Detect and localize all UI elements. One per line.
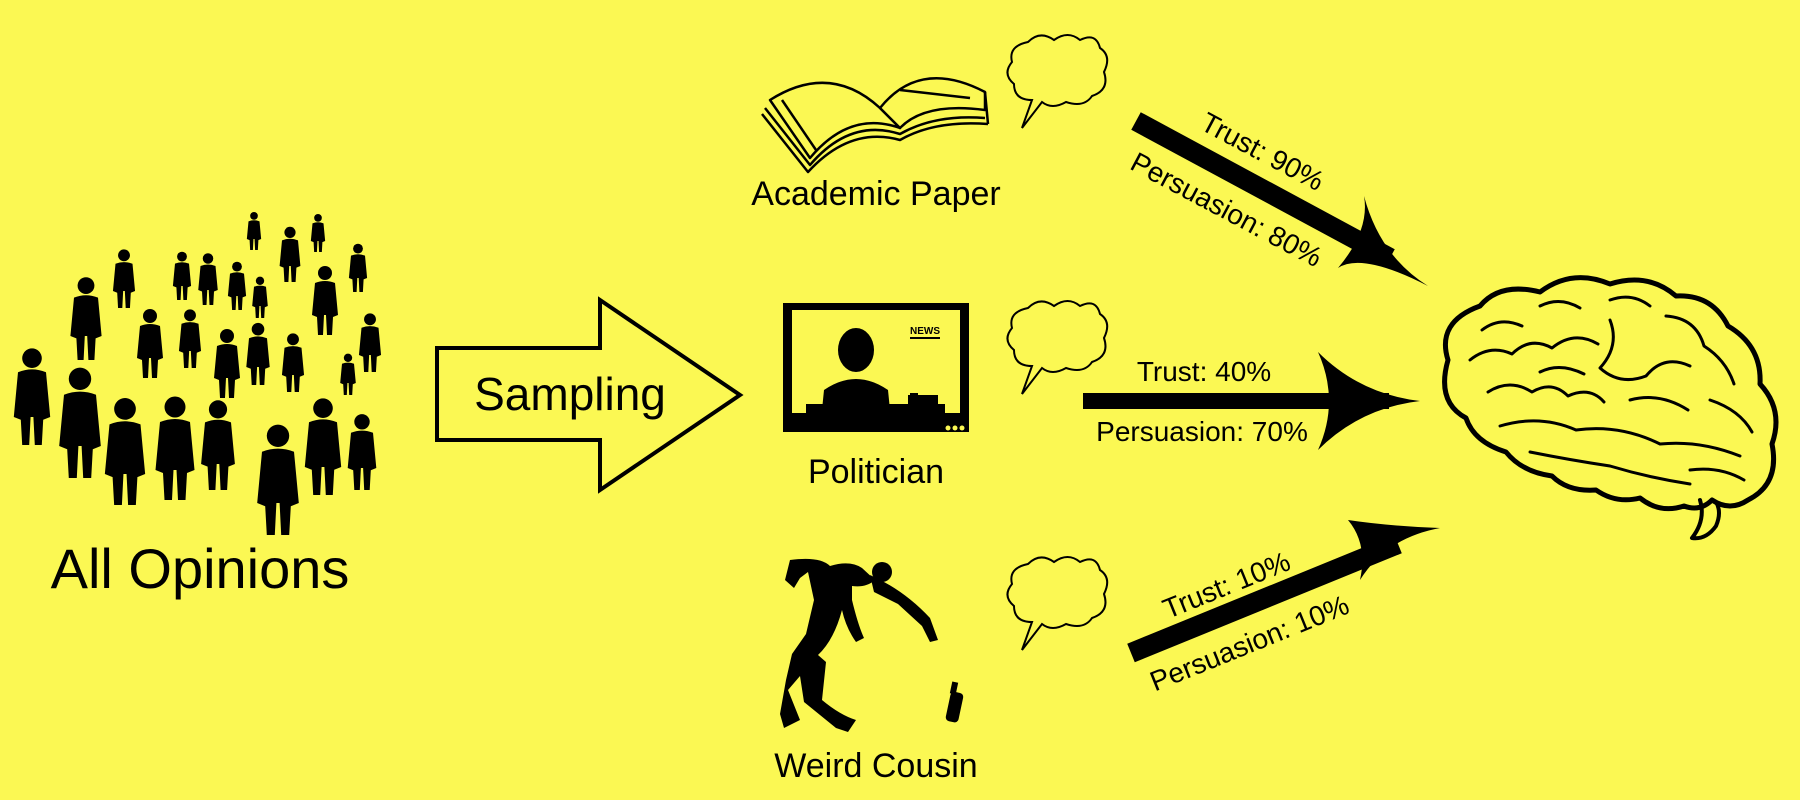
politician-label: Politician	[808, 453, 944, 491]
book-icon	[761, 77, 990, 174]
speech-bubble-icon	[1006, 34, 1109, 129]
tv-badge: NEWS	[910, 326, 940, 337]
politician-persuasion: Persuasion: 70%	[1096, 416, 1308, 447]
crowd-label: All Opinions	[51, 537, 350, 600]
speech-bubble-icon	[1006, 556, 1109, 651]
sampling-arrow: Sampling	[435, 296, 744, 494]
academic-label: Academic Paper	[751, 175, 1000, 213]
speech-bubble-icon	[1006, 300, 1109, 395]
arrow-politician	[1083, 352, 1420, 450]
politician-trust: Trust: 40%	[1137, 356, 1271, 387]
arrow-academic	[1131, 112, 1428, 286]
crowd-silhouettes-icon	[13, 212, 382, 535]
sampling-label: Sampling	[474, 368, 666, 420]
arrow-cousin	[1127, 520, 1440, 663]
stumbling-man-icon	[780, 558, 964, 732]
cousin-label: Weird Cousin	[774, 747, 977, 785]
brain-icon	[1442, 275, 1779, 541]
tv-news-icon: NEWS	[783, 303, 969, 432]
